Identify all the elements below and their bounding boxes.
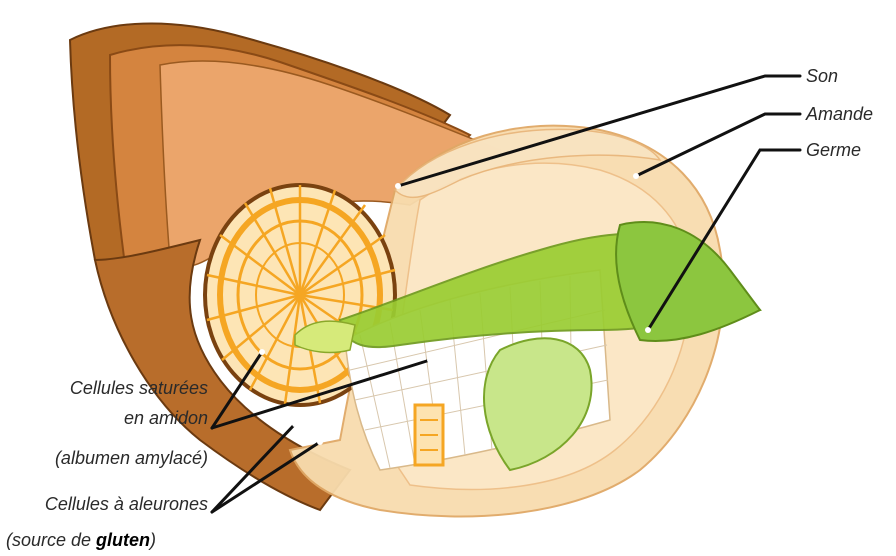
leader-germe-dot (645, 327, 651, 333)
aleurone-column (415, 405, 443, 465)
leader-amande-dot (633, 173, 639, 179)
label-germe: Germe (806, 140, 861, 160)
label-cellules-saturees-line2: en amidon (124, 408, 208, 428)
label-cellules-aleurones-line1: Cellules à aleurones (45, 494, 208, 514)
label-gluten-suffix: ) (148, 530, 156, 550)
label-gluten-bold: gluten (95, 530, 150, 550)
leader-son-dot (395, 183, 401, 189)
leader-cellules-saturees-dot-1 (259, 349, 265, 355)
leader-aleurones-dot-1 (292, 421, 298, 427)
label-gluten-prefix: (source de (6, 530, 96, 550)
label-cellules-saturees-line1: Cellules saturées (70, 378, 208, 398)
leader-aleurones-dot-2 (317, 439, 323, 445)
wheat-grain-illustration (70, 24, 760, 517)
label-amande: Amande (805, 104, 873, 124)
leader-cellules-saturees-dot-2 (427, 357, 433, 363)
label-son: Son (806, 66, 838, 86)
label-cellules-aleurones-line2: (source de gluten) (6, 530, 156, 550)
label-cellules-saturees-line3: (albumen amylacé) (55, 448, 208, 468)
